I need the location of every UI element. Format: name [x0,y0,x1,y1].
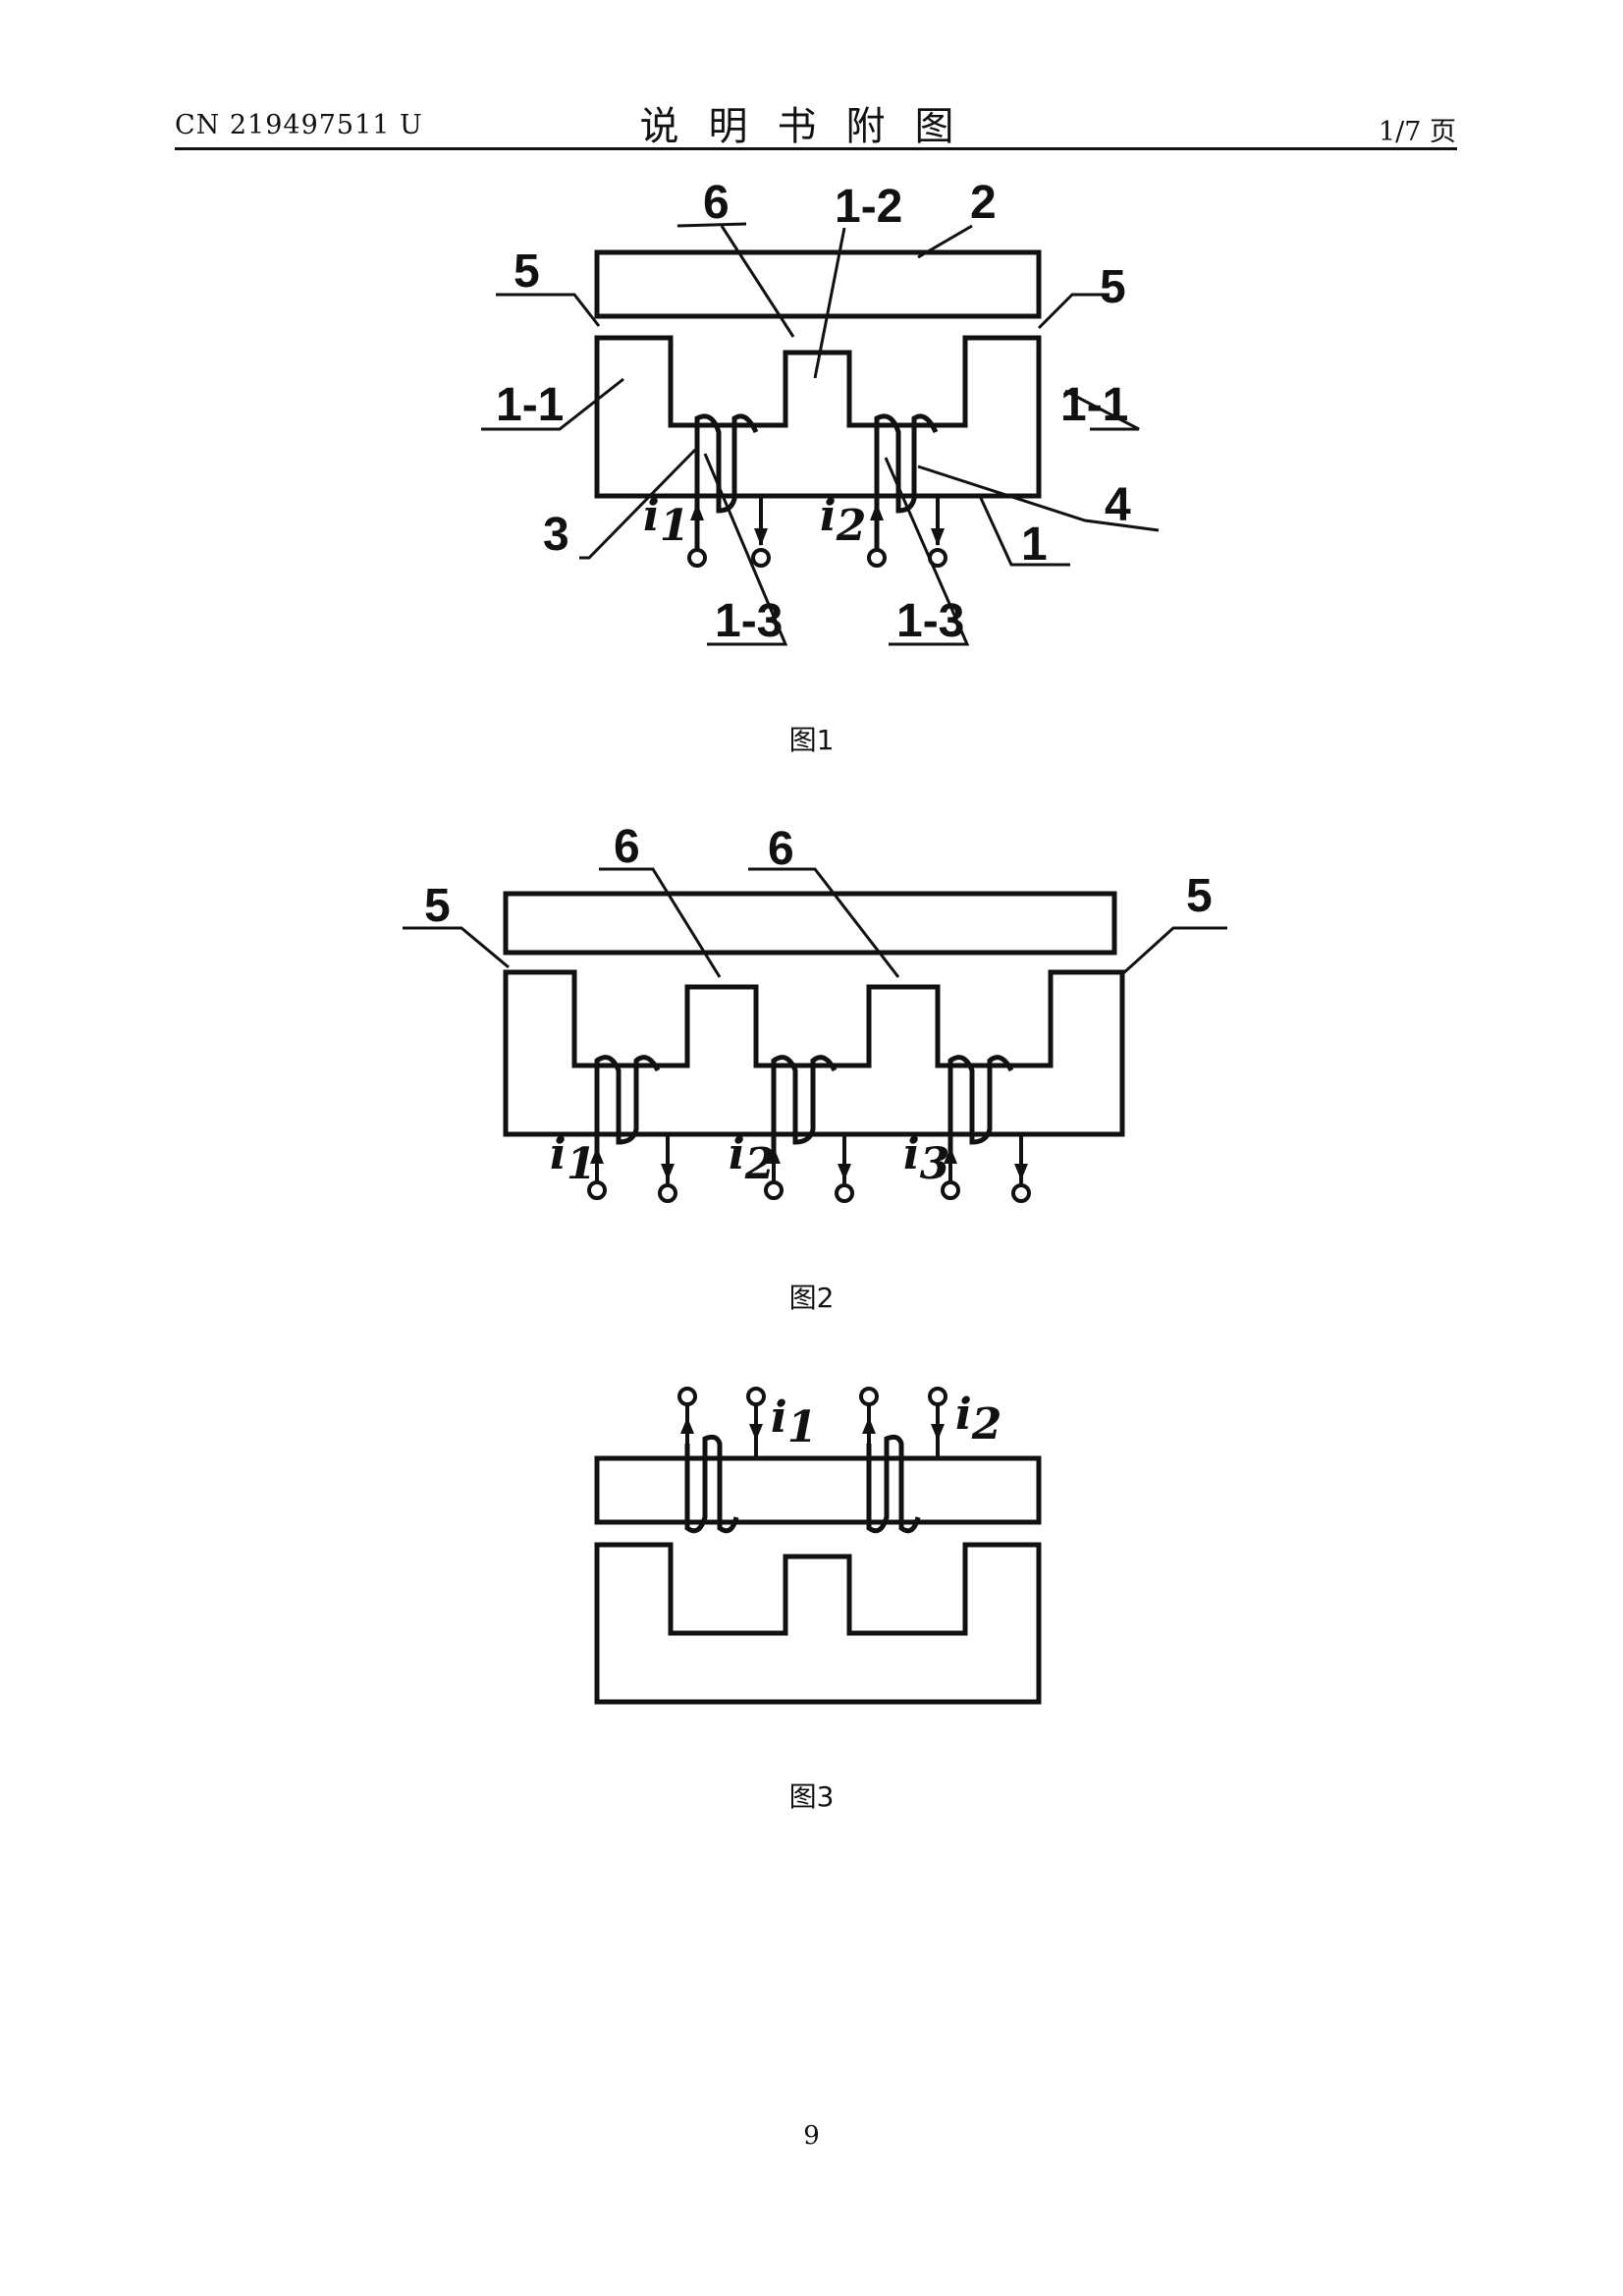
terminal [746,1387,766,1406]
current-label: i2 [820,491,866,551]
label: 5 [1186,870,1213,922]
header-rule [175,147,1457,150]
coil-3-winding [947,1055,1014,1159]
terminal [941,1180,960,1200]
label: 2 [970,177,997,229]
terminal [835,1183,854,1203]
armature-bar [594,1455,1042,1525]
arrow-up [870,503,884,520]
terminal [687,548,707,568]
coil-2-winding [874,413,939,550]
current-label: i3 [903,1129,949,1189]
figure-2-diagram: 5 5 6 6 i1 i2 i3 [403,821,1227,1203]
label: 4 [1105,479,1131,531]
label: 1-3 [896,595,964,647]
coil-1-winding [594,1055,661,1159]
terminal [859,1387,879,1406]
coil-2-winding [771,1055,838,1159]
figure-2-caption: 图2 [788,1282,835,1314]
label: 6 [768,823,794,875]
label: 1 [1021,519,1048,571]
terminal [764,1180,784,1200]
label: 5 [1100,261,1126,313]
terminal [751,548,771,568]
current-label: i1 [771,1393,817,1452]
label: 1-1 [1060,379,1128,431]
terminal [677,1387,697,1406]
arrow-up [690,503,704,520]
core-outline [503,969,1125,1137]
page-title: 说明书附图 [639,104,984,149]
label: 5 [514,246,540,298]
figure-1-caption: 图1 [788,724,835,756]
label: 6 [614,821,640,873]
coil-2-winding [866,1434,921,1534]
current-label: i1 [643,491,689,551]
document-number: CN 219497511 U [175,110,423,140]
figure-1-diagram: 6 1-2 2 5 5 1-1 1-1 3 4 1 1-3 1-3 i1 i2 [481,177,1160,647]
label: 1-2 [835,181,902,233]
label: 1-3 [715,595,783,647]
page-info: 1/7 页 [1378,117,1456,147]
coil-1-winding [694,413,759,550]
coil-1-winding [684,1434,739,1534]
current-label: i1 [550,1129,596,1189]
current-label: i2 [955,1390,1001,1449]
label: 5 [424,880,451,932]
terminal [587,1180,607,1200]
figure-3-caption: 图3 [788,1780,835,1813]
current-label: i2 [729,1129,775,1189]
e-core-outline [594,1542,1042,1705]
armature-bar [503,891,1117,956]
label: 3 [543,509,569,561]
terminal [928,1387,947,1406]
terminal [658,1183,677,1203]
armature-bar [594,249,1042,319]
e-core-outline [594,335,1042,499]
terminal [867,548,887,568]
label: 1-1 [496,379,564,431]
page-number: 9 [803,2121,820,2151]
label: 6 [703,177,730,229]
arrow-down [931,528,945,546]
figure-3-diagram: i1 i2 [594,1387,1042,1705]
arrow-down [754,528,768,546]
terminal [1011,1183,1031,1203]
